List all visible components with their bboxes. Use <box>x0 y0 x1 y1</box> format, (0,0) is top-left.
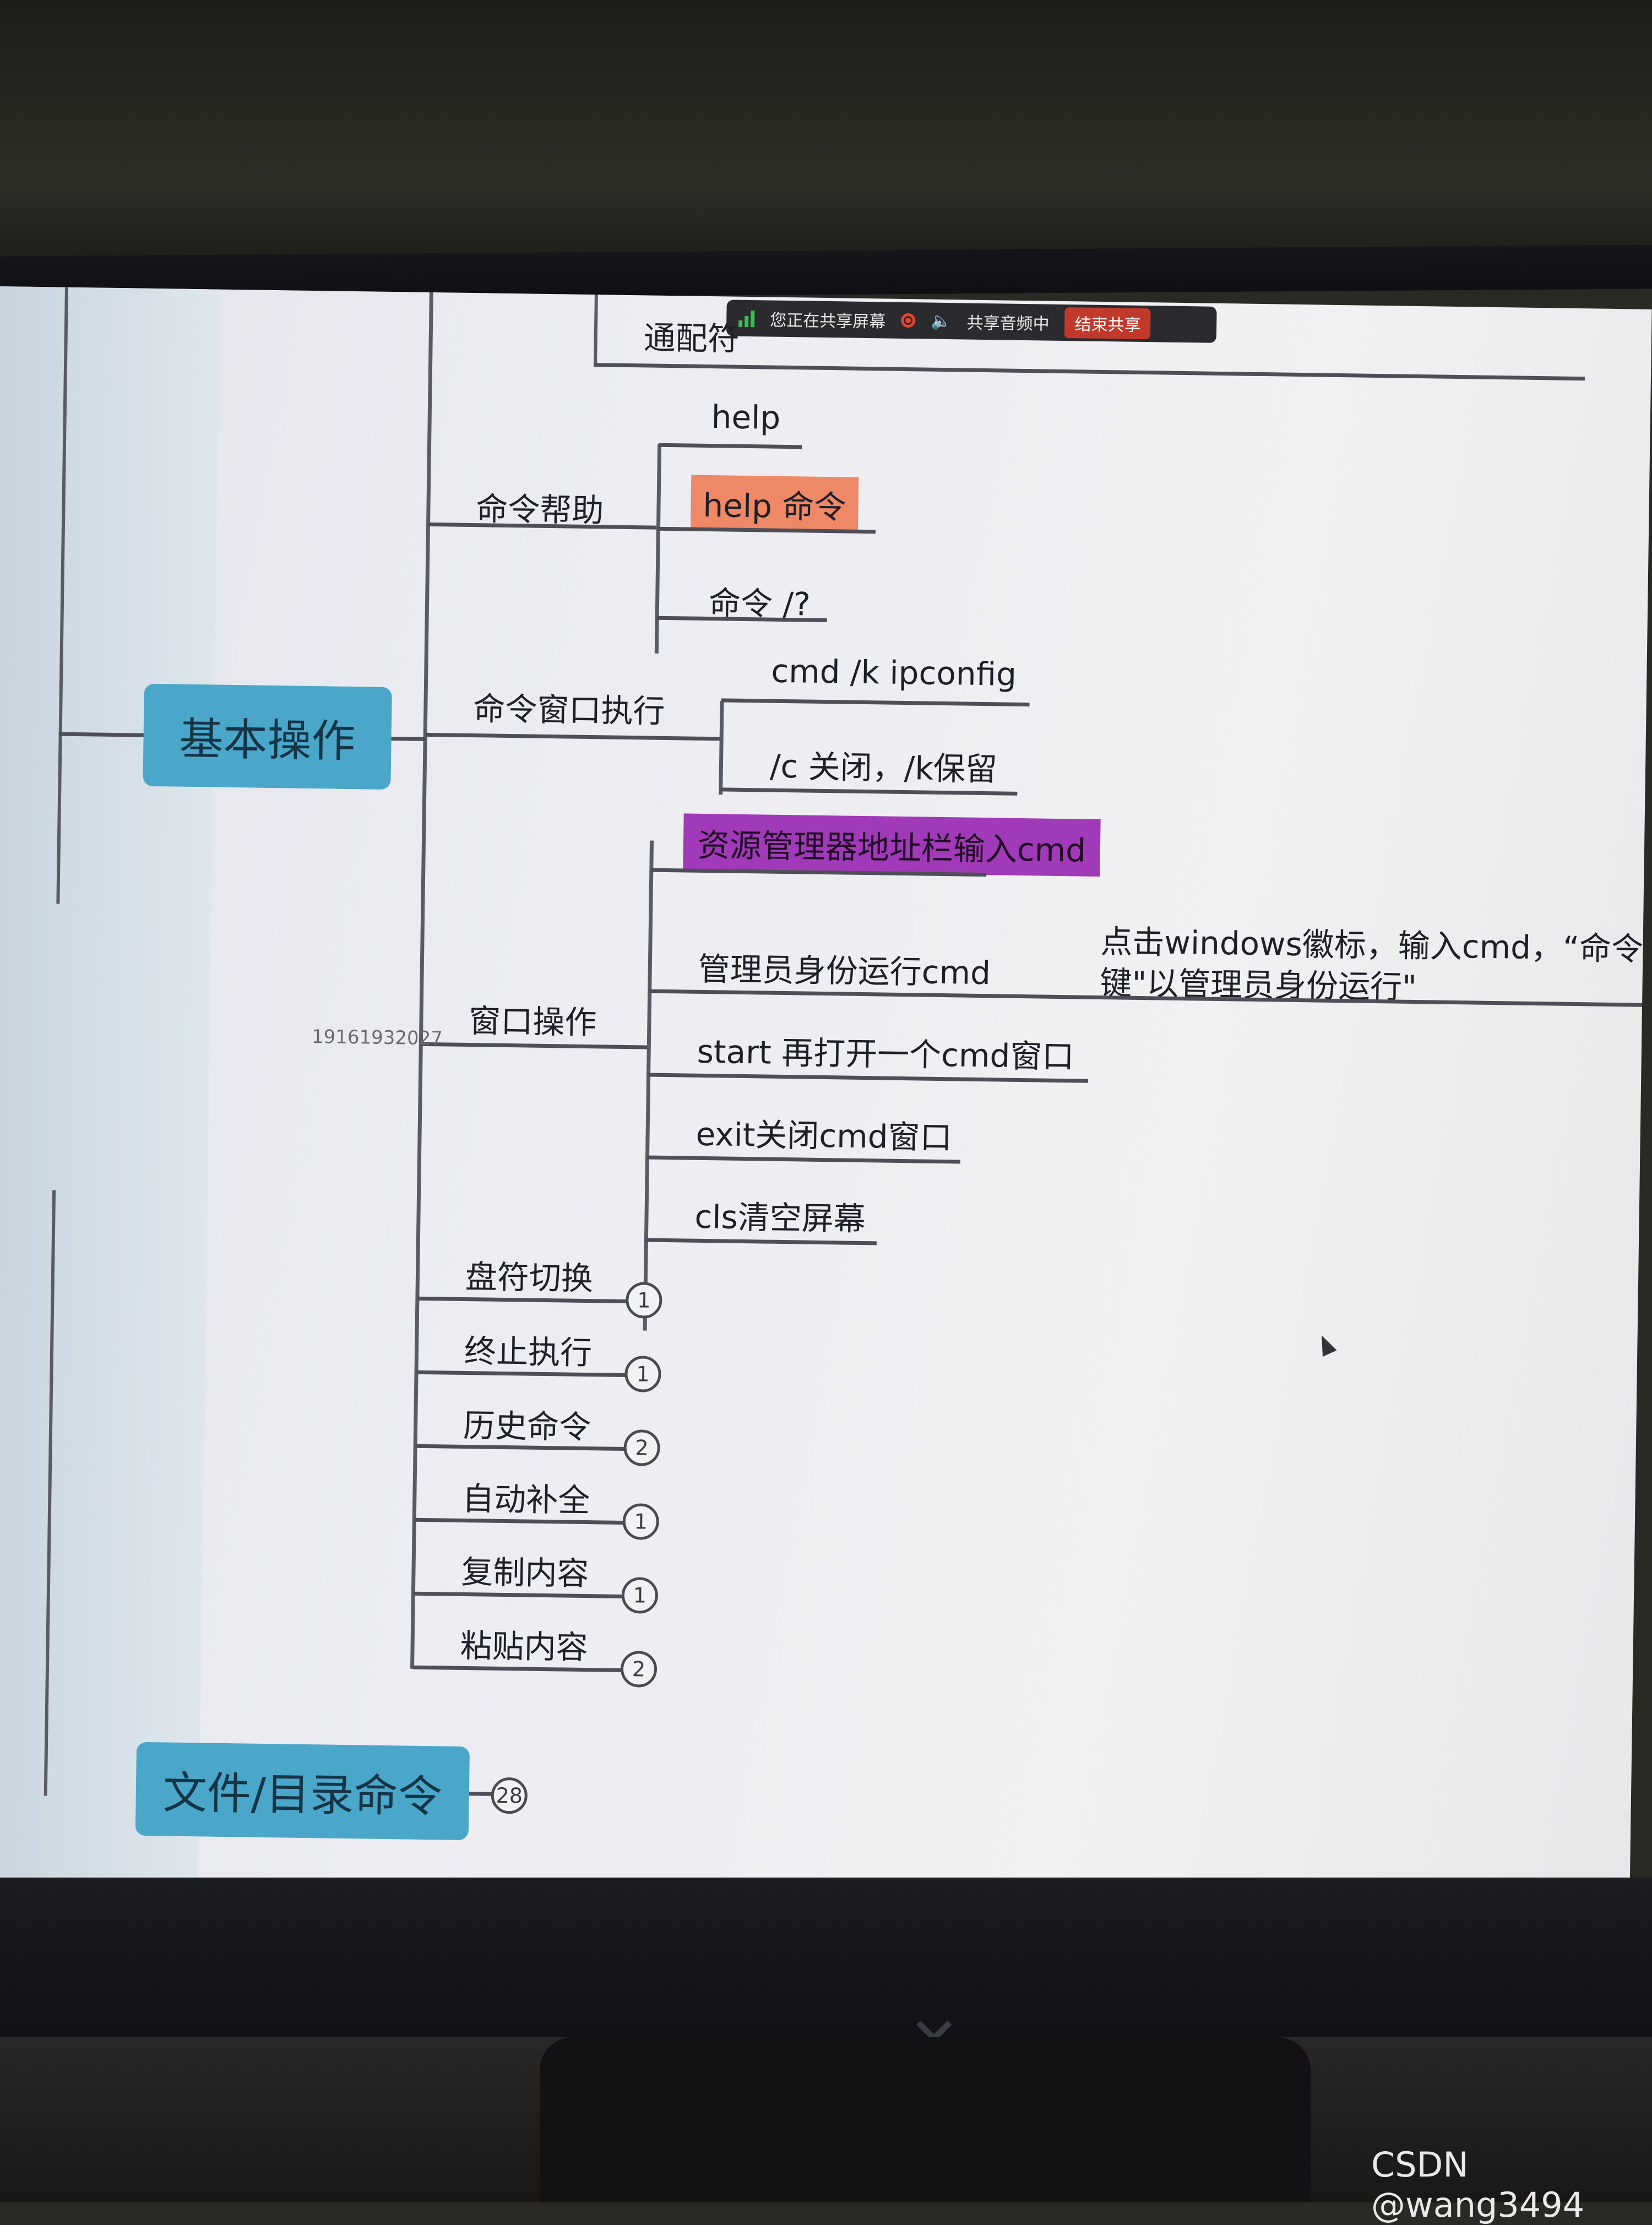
mouse-cursor-icon <box>1314 1332 1337 1357</box>
connector <box>721 698 1030 707</box>
root-file-directory-commands[interactable]: 文件/目录命令 <box>135 1742 470 1841</box>
node-wildcard[interactable]: 通配符 <box>643 319 740 358</box>
speaker-icon[interactable]: 🔈 <box>931 311 952 331</box>
leaf-autocomplete[interactable]: 自动补全 <box>461 1479 590 1520</box>
connector <box>654 444 662 654</box>
connector <box>416 1370 632 1378</box>
node-run-as-admin[interactable]: 管理员身份运行cmd <box>698 950 991 992</box>
screen-share-bar: 您正在共享屏幕 🔈 共享音频中 结束共享 <box>726 300 1217 343</box>
root-basic-operations[interactable]: 基本操作 <box>143 683 392 790</box>
connector <box>417 1296 633 1304</box>
collapse-badge[interactable]: 1 <box>624 1356 661 1392</box>
leaf-paste[interactable]: 粘贴内容 <box>460 1626 589 1667</box>
node-help[interactable]: help <box>711 398 781 437</box>
node-start-new-window[interactable]: start 再打开一个cmd窗口 <box>697 1032 1074 1076</box>
csdn-credit: CSDN @wang3494 <box>1371 2145 1585 2225</box>
collapse-badge[interactable]: 1 <box>625 1282 662 1319</box>
node-explorer-address-cmd[interactable]: 资源管理器地址栏输入cmd <box>683 813 1101 877</box>
connector <box>413 1591 628 1599</box>
end-share-button[interactable]: 结束共享 <box>1064 307 1151 340</box>
collapse-badge[interactable]: 1 <box>621 1576 659 1614</box>
connector <box>425 732 723 741</box>
node-exit-window[interactable]: exit关闭cmd窗口 <box>695 1115 953 1157</box>
branch-command-window-exec[interactable]: 命令窗口执行 <box>472 690 665 730</box>
sharing-status: 您正在共享屏幕 <box>770 311 886 332</box>
connector <box>389 736 426 741</box>
monitor-bezel-bottom <box>0 1878 1652 2043</box>
connector <box>415 1444 631 1451</box>
connector <box>643 840 654 1331</box>
connector <box>412 1665 628 1673</box>
connector <box>719 701 724 795</box>
collapse-badge[interactable]: 2 <box>620 1650 657 1688</box>
connector <box>594 295 598 367</box>
node-cmd-k-ipconfig[interactable]: cmd /k ipconfig <box>770 652 1017 693</box>
monitor-screen: 您正在共享屏幕 🔈 共享音频中 结束共享 通配符 基本操作 命令帮助 help … <box>0 286 1652 1906</box>
branch-window-operations[interactable]: 窗口操作 <box>468 1002 597 1042</box>
connector <box>421 1042 650 1049</box>
node-help-command[interactable]: help 命令 <box>690 475 859 532</box>
leaf-history[interactable]: 历史命令 <box>463 1406 591 1446</box>
connector <box>414 1517 629 1525</box>
audio-status[interactable]: 共享音频中 <box>966 313 1050 334</box>
left-pane <box>0 286 220 1886</box>
collapse-badge[interactable]: 2 <box>623 1429 661 1466</box>
signal-icon <box>738 309 755 328</box>
leaf-copy[interactable]: 复制内容 <box>461 1553 589 1593</box>
record-icon[interactable] <box>901 313 916 328</box>
leaf-stop-exec[interactable]: 终止执行 <box>464 1332 593 1372</box>
trunk-main <box>410 292 433 1669</box>
connector <box>594 363 1585 381</box>
node-cls-clear[interactable]: cls清空屏幕 <box>694 1198 866 1238</box>
watermark: 19161932027 <box>311 1026 443 1050</box>
background-room <box>0 0 1652 259</box>
leaf-drive-switch[interactable]: 盘符切换 <box>465 1258 594 1298</box>
node-c-close-k-keep[interactable]: /c 关闭，/k保留 <box>769 747 998 788</box>
collapse-badge[interactable]: 28 <box>491 1777 528 1814</box>
monitor-stand <box>540 2037 1311 2202</box>
connector <box>659 443 802 449</box>
collapse-badge[interactable]: 1 <box>622 1503 660 1540</box>
